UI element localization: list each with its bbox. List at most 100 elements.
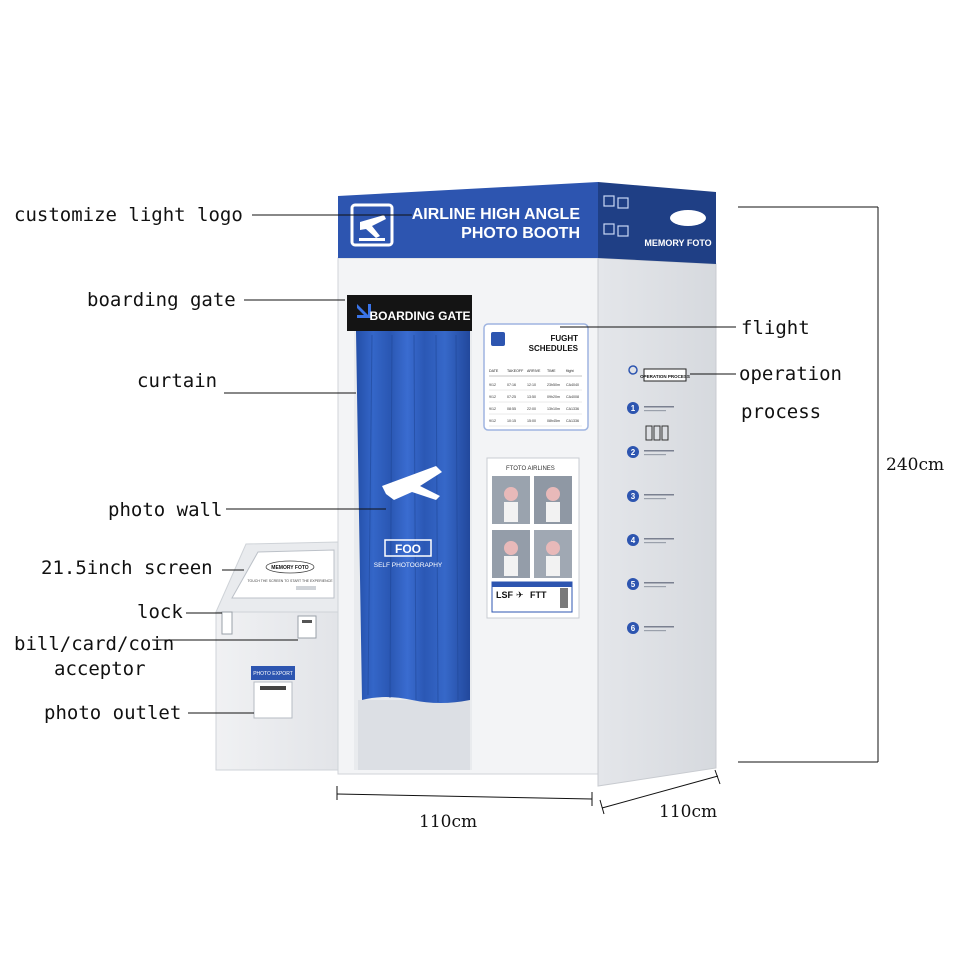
label-boarding-gate: boarding gate [87,289,236,311]
step-text-line [644,630,666,632]
side-header-icons [603,195,629,237]
photo-export-label-bg [251,666,295,680]
curtain-plane-icon [382,466,442,500]
schedule-header-cell: ARRIVE [527,369,541,373]
dimension-height: 240cm [886,455,945,475]
step-badge [627,622,639,634]
schedule-cell: CA4008 [566,395,579,399]
schedule-cell: 10:15 [507,419,516,423]
schedule-cell: 08h45m [547,419,560,423]
step-text-line [644,454,666,456]
kiosk-sub: TOUCH THE SCREEN TO START THE EXPERIENCE [247,579,333,583]
schedule-cell: 23h50m [547,383,560,387]
booth-floor [358,700,470,770]
phone-icons [645,425,669,441]
label-acceptor-line2: acceptor [54,658,146,680]
dimension-depth: 110cm [659,802,718,822]
step-number: 5 [631,580,636,589]
step-number: 4 [631,536,636,545]
curtain-logo-box [384,539,432,557]
step-badge [627,446,639,458]
kiosk-screen-logo [265,560,315,574]
boarding-gate-text: BOARDING GATE [369,309,470,323]
boarding-gate-sign [347,295,472,331]
operation-process-text: OPERATION PROCESS [640,374,690,379]
dimension-width: 110cm [419,812,478,832]
photo-wall-title: FTOTO AIRLINES [506,466,555,472]
flight-schedule-panel [483,323,589,431]
step-text-line [644,498,666,500]
ticket-from: LSF [496,590,514,600]
curtain-sub: SELF PHOTOGRAPHY [374,562,443,569]
step-number: 6 [631,624,636,633]
schedule-header-cell: DATE [489,369,499,373]
step-text-line [644,410,666,412]
booth-side-panel [597,257,717,787]
step-text-line [644,494,674,496]
ticket-plane-icon: ✈ [516,591,524,601]
ticket-to: FTT [530,590,547,600]
step-text-line [644,586,666,588]
curtain-folds [367,334,459,703]
step-text-line [644,450,674,452]
schedule-cell: 12:10 [527,383,536,387]
label-photo-wall: photo wall [108,499,223,521]
schedule-cell: 13h10m [547,407,560,411]
schedule-cell: 9/12 [489,383,496,387]
step-number: 2 [631,448,636,457]
header-title-line2: PHOTO BOOTH [461,225,580,242]
schedule-cell: 9/12 [489,407,496,411]
schedule-header-cell: flight [566,369,574,373]
runway-line [359,238,385,241]
schedule-cell: 09h20m [547,395,560,399]
label-customize-light-logo: customize light logo [14,204,243,226]
schedule-header-cell: TIME [547,369,556,373]
schedule-cell: 22:00 [527,407,536,411]
label-operation: operation [739,363,842,385]
schedule-logo-icon [491,332,505,346]
schedule-cell: 07:16 [507,383,516,387]
airline-logo-icon [350,203,394,247]
step-text-line [644,582,674,584]
label-lock: lock [137,601,183,623]
label-flight: flight [741,317,810,339]
photo-grid [492,476,572,578]
lock-icon [221,611,233,635]
operation-icon [628,365,638,375]
step-number: 3 [631,492,636,501]
label-photo-outlet: photo outlet [44,702,182,724]
schedule-cell: 07:25 [507,395,516,399]
header-front [338,182,598,258]
acceptor-slot [297,615,317,639]
schedule-cell: 15:00 [527,419,536,423]
header-title-line1: AIRLINE HIGH ANGLE [412,206,581,223]
kiosk-title: MEMORY FOTO [271,565,309,571]
operation-steps: 1 2 3 4 5 6 [627,402,674,634]
brand-logo-icon [670,210,706,226]
label-curtain: curtain [137,370,218,392]
step-text-line [644,406,674,408]
leader-lines [152,214,736,714]
schedule-cell: CA1336 [566,407,579,411]
schedule-cell: CA4040 [566,383,579,387]
step-number: 1 [631,404,636,413]
schedule-cell: CA1336 [566,419,579,423]
plane-icon [360,215,386,238]
schedule-title-2: SCHEDULES [529,344,579,353]
schedule-cell: 9/12 [489,419,496,423]
schedule-header-cell: TAKEOFF [507,369,524,373]
step-badge [627,534,639,546]
curtain-logo: FOO [395,542,421,556]
schedule-cell: 13:50 [527,395,536,399]
schedule-cell: 08:55 [507,407,516,411]
operation-process-box [643,368,687,382]
schedule-cell: 9/12 [489,395,496,399]
barcode-icon [560,588,568,608]
step-badge [627,402,639,414]
photo-export-label: PHOTO EXPORT [253,671,293,677]
dimension-lines [336,206,879,815]
step-text-line [644,626,674,628]
arrow-icon [357,304,371,318]
